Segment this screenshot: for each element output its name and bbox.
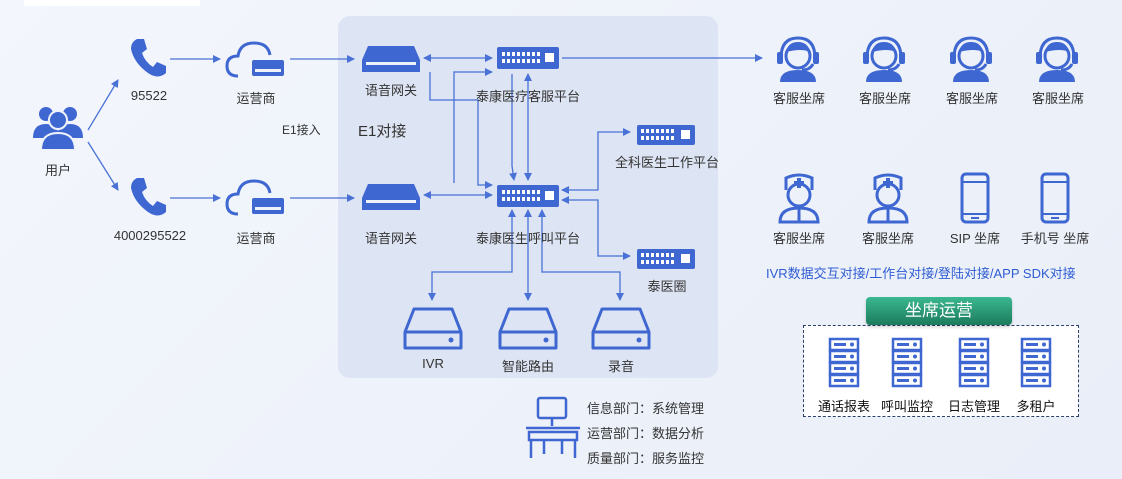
doctor-call-platform-label: 泰康医生呼叫平台 [475, 231, 581, 246]
top-corner-tab [24, 0, 200, 6]
seat-top-2: 客服坐席 [858, 91, 912, 106]
carrier-cloud-icon [224, 38, 286, 80]
phone-icon [128, 175, 168, 219]
headset-agent-icon [945, 32, 997, 84]
ops-item-call-report: 通话报表 [817, 399, 871, 414]
seat-bottom-2: 客服坐席 [861, 231, 915, 246]
voice-gateway-icon [360, 44, 422, 74]
server-rack-icon [958, 337, 990, 389]
service-platform-switch-icon [496, 46, 560, 70]
server-rack-icon [1020, 337, 1052, 389]
sip-phone-icon [960, 172, 990, 224]
recording-label: 录音 [607, 359, 635, 374]
e1-interface-label: E1对接 [358, 123, 407, 140]
mobile-phone-icon [1040, 172, 1070, 224]
seat-top-1: 客服坐席 [772, 91, 826, 106]
seat-top-3: 客服坐席 [945, 91, 999, 106]
recording-drive-icon [590, 306, 652, 352]
seat-bottom-1: 客服坐席 [772, 231, 826, 246]
dept-quality: 质量部门：服务监控 [587, 451, 705, 466]
nurse-agent-icon [777, 170, 821, 224]
ops-item-call-monitor: 呼叫监控 [880, 399, 934, 414]
doctor-call-platform-switch-icon [496, 184, 560, 208]
ivr-label: IVR [422, 356, 444, 371]
seat-ops-box [803, 325, 1079, 417]
phone-icon [128, 36, 168, 80]
line2-number: 4000295522 [113, 228, 187, 243]
smart-routing-drive-icon [497, 306, 559, 352]
gp-workbench-label: 全科医生工作平台 [614, 155, 720, 170]
users-group-icon [30, 104, 86, 152]
headset-agent-icon [772, 32, 824, 84]
taiyi-circle-switch-icon [636, 248, 696, 270]
service-platform-label: 泰康医疗客服平台 [475, 89, 581, 104]
ivr-drive-icon [402, 306, 464, 352]
carrier2-label: 运营商 [236, 231, 276, 246]
server-rack-icon [828, 337, 860, 389]
headset-agent-icon [1031, 32, 1083, 84]
gateway1-label: 语音网关 [364, 83, 418, 98]
smart-routing-label: 智能路由 [501, 359, 555, 374]
gp-workbench-switch-icon [636, 124, 696, 146]
nurse-agent-icon [866, 170, 910, 224]
seat-top-4: 客服坐席 [1031, 91, 1085, 106]
seat-bottom-4: 手机号 坐席 [1020, 231, 1090, 246]
taiyi-circle-label: 泰医圈 [647, 279, 687, 294]
carrier1-label: 运营商 [236, 91, 276, 106]
integration-note: IVR数据交互对接/工作台对接/登陆对接/APP SDK对接 [766, 266, 1076, 281]
users-label: 用户 [44, 163, 72, 178]
dept-info: 信息部门：系统管理 [587, 401, 705, 416]
carrier-cloud-icon [224, 176, 286, 218]
dept-operations: 运营部门：数据分析 [587, 426, 705, 441]
server-rack-icon [891, 337, 923, 389]
seat-ops-title: 坐席运营 [866, 297, 1012, 325]
headset-agent-icon [858, 32, 910, 84]
desk-computer-icon [524, 396, 582, 460]
seat-bottom-3: SIP 坐席 [949, 231, 1001, 246]
ops-item-multi-tenant: 多租户 [1016, 399, 1056, 414]
voice-gateway-icon [360, 182, 422, 212]
line1-number: 95522 [130, 88, 168, 103]
gateway2-label: 语音网关 [364, 231, 418, 246]
ops-item-log-management: 日志管理 [947, 399, 1001, 414]
e1-access-label: E1接入 [282, 123, 321, 137]
